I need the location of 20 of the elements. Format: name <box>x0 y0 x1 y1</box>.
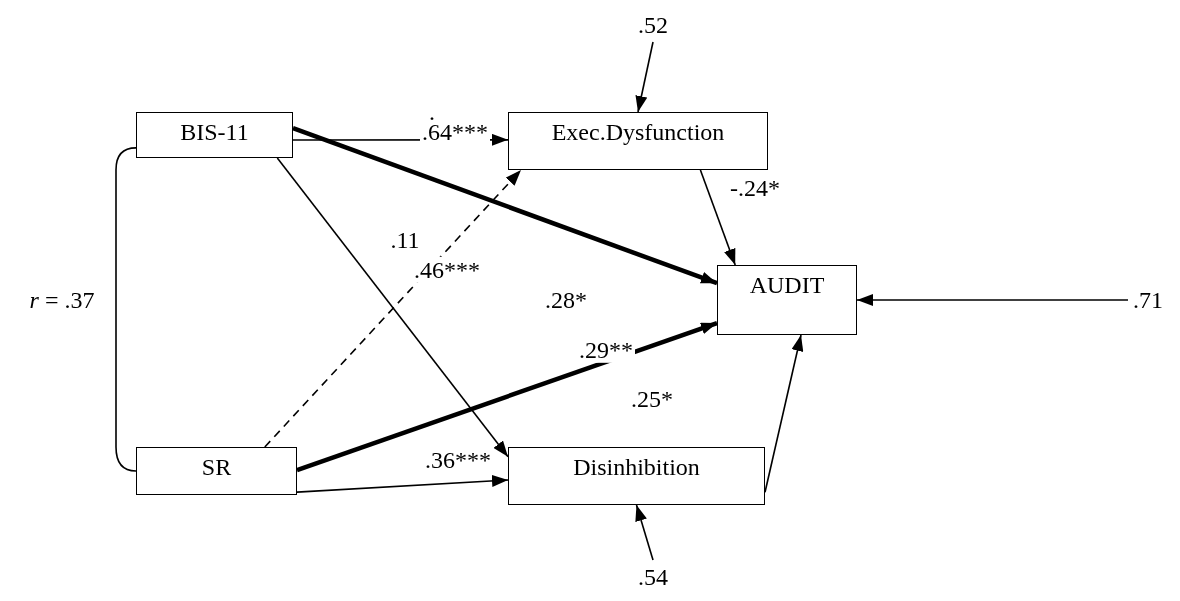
correlation-curve <box>115 147 137 472</box>
residual-value: .71 <box>1133 286 1163 314</box>
path-arrow <box>296 475 509 493</box>
variable-box: Disinhibition <box>508 447 765 505</box>
variable-box: AUDIT <box>717 265 857 335</box>
path-arrow <box>292 126 718 286</box>
variable-box: SR <box>136 447 297 495</box>
path-arrow <box>635 41 654 113</box>
variable-box: Exec.Dysfunction <box>508 112 768 170</box>
path-arrow <box>276 157 509 458</box>
path-arrow <box>856 294 1129 306</box>
path-arrow <box>264 169 522 448</box>
residual-value: .54 <box>638 563 668 591</box>
path-arrow <box>699 169 736 266</box>
residual-value: .52 <box>638 11 668 39</box>
edge-label: .46*** <box>412 256 482 284</box>
path-arrow <box>764 334 804 494</box>
path-arrow <box>635 504 654 561</box>
variable-box: BIS-11 <box>136 112 293 158</box>
path-arrow <box>296 320 718 473</box>
